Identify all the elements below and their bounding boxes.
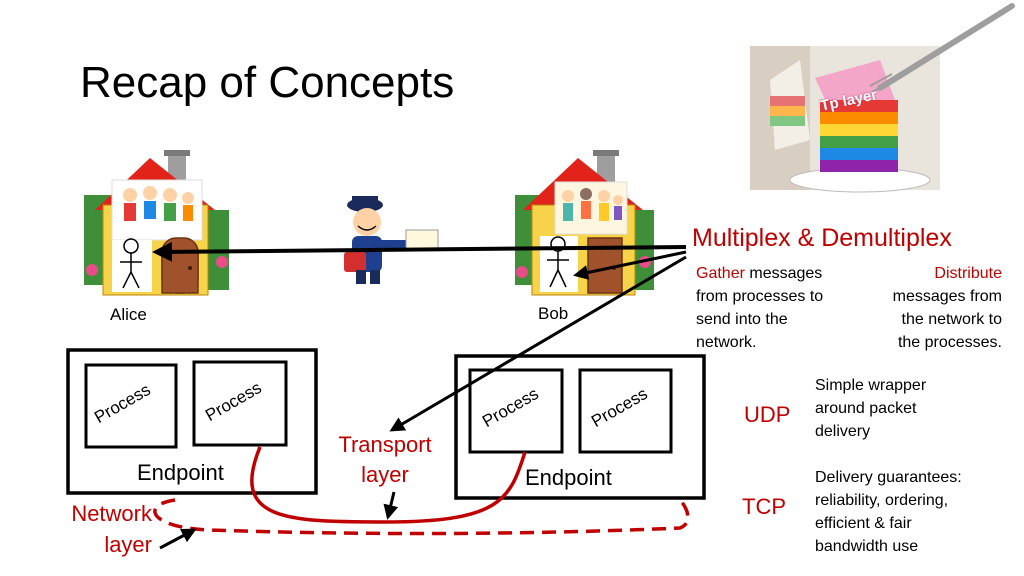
arrow-network-label [159,528,197,550]
alice-house-illustration [84,150,229,296]
udp-label: UDP [744,402,791,427]
network-layer-label: Network layer [71,501,152,557]
transport-layer-path [250,446,527,524]
gather-keyword: Gather [696,265,745,282]
mailman-illustration [344,196,439,284]
cake-illustration [750,3,1015,193]
tcp-label: TCP [742,494,786,519]
gather-description: Gather messages from processes to send i… [696,265,824,351]
alice-stick-figure [120,238,142,289]
alice-label: Alice [110,305,147,324]
right-process-box-2 [578,368,673,454]
mux-title: Multiplex & Demultiplex [692,224,952,252]
transport-layer-label: Transport layer [338,432,432,487]
distribute-keyword: Distribute [934,265,1002,282]
arrow-to-alice [152,241,687,262]
arrow-transport-label [383,491,399,520]
udp-description: Simple wrapper around packet delivery [815,377,927,440]
bob-stick-figure [547,236,569,288]
distribute-description: Distribute messages from the network to … [852,262,1002,354]
network-layer-path [153,498,690,536]
slide-title: Recap of Concepts [80,58,455,107]
left-process-box-1 [84,363,178,449]
right-endpoint-label: Endpoint [525,465,612,490]
left-endpoint-label: Endpoint [137,460,224,485]
left-endpoint-box [66,348,318,495]
tcp-description: Delivery guarantees: reliability, orderi… [815,469,962,555]
bob-label: Bob [538,304,569,323]
left-process-box-2 [192,360,288,447]
right-process-box-1 [468,368,564,454]
right-endpoint-box [454,354,706,500]
arrow-to-transport [389,255,687,432]
arrow-to-bob [573,250,687,280]
